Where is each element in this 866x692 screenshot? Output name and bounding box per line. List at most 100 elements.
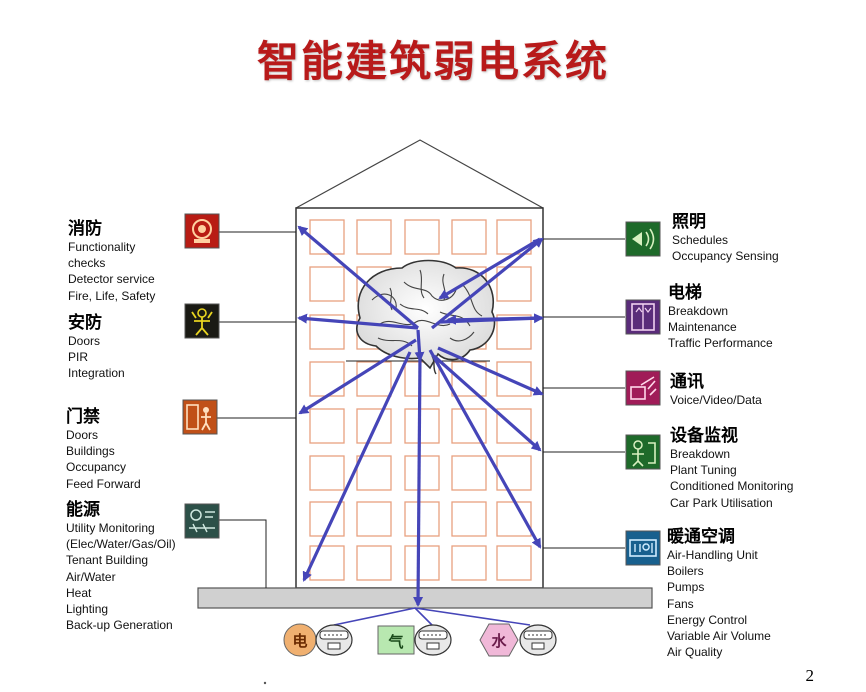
group-item: Car Park Utilisation: [670, 495, 773, 510]
group-title: 消防: [68, 219, 102, 239]
group-item: Fire, Life, Safety: [68, 288, 156, 303]
group-item: Air/Water: [66, 569, 116, 584]
group-item: Functionality: [68, 240, 136, 254]
group-item: Pumps: [667, 580, 705, 595]
group-title: 能源: [66, 500, 100, 520]
group-item: Fans: [667, 596, 694, 611]
group-title: 电梯: [668, 283, 702, 303]
equipment-monitor-icon: [625, 434, 661, 470]
group-security: 安防 Doors PIR Integration: [68, 313, 125, 382]
energy-meter-icon: [184, 503, 220, 539]
group-item: Integration: [68, 366, 125, 381]
access-door-icon: [182, 399, 218, 435]
connector-lines: [217, 231, 625, 588]
group-item: Back-up Generation: [66, 618, 173, 633]
footer-dot: [263, 681, 267, 685]
group-title: 安防: [68, 313, 102, 333]
building-window: [451, 455, 487, 491]
signal-arrow: [298, 338, 417, 415]
building-window: [496, 545, 532, 581]
elevator-icon: [625, 299, 661, 335]
group-item: Breakdown: [670, 447, 731, 461]
group-item: Boilers: [667, 564, 704, 579]
group-item: Heat: [66, 585, 92, 600]
building-window: [451, 219, 487, 255]
group-item: Plant Tuning: [670, 463, 737, 478]
group-item: (Elec/Water/Gas/Oil): [66, 537, 176, 552]
building-window: [356, 545, 392, 581]
group-item: Feed Forward: [66, 476, 141, 491]
group-equipment-monitoring: 设备监视 Breakdown Plant Tuning Conditioned …: [670, 426, 793, 511]
arrow-set: [297, 225, 544, 607]
fire-alarm-icon: [184, 213, 220, 249]
group-item: Doors: [68, 334, 101, 348]
signal-arrow: [413, 354, 424, 607]
electricity-label: 电: [292, 632, 307, 650]
group-title: 照明: [672, 212, 706, 232]
signal-arrow: [297, 313, 419, 330]
group-access-control: 门禁 Doors Buildings Occupancy Feed Forwar…: [66, 407, 141, 492]
group-item: Occupancy Sensing: [672, 249, 779, 264]
group-title: 通讯: [670, 372, 704, 392]
building-window: [309, 219, 345, 255]
group-item: Buildings: [66, 444, 115, 459]
group-title: 门禁: [66, 407, 100, 427]
communication-icon: [625, 370, 661, 406]
group-item: Energy Control: [667, 612, 748, 627]
window-grid: [309, 219, 532, 581]
building-window: [309, 361, 345, 397]
group-hvac: 暖通空调 Air-Handling Unit Boilers Pumps Fan…: [667, 527, 771, 660]
lighting-icon: [625, 221, 661, 257]
gas-meter-icon: 气: [377, 624, 452, 656]
group-item: Detector service: [68, 272, 155, 287]
group-lighting: 照明 Schedules Occupancy Sensing: [672, 212, 779, 264]
group-item: Air Quality: [667, 645, 723, 660]
ground-base: [197, 587, 653, 609]
group-item: Doors: [66, 428, 99, 442]
building-window: [404, 455, 440, 491]
group-communication: 通讯 Voice/Video/Data: [670, 372, 762, 408]
building-window: [309, 408, 345, 444]
building-window: [309, 545, 345, 581]
building-window: [404, 545, 440, 581]
utility-feed-lines: [333, 607, 531, 626]
signal-arrow: [428, 349, 542, 549]
security-guard-icon: [184, 303, 220, 339]
group-item: Traffic Performance: [668, 336, 773, 351]
building-window: [404, 501, 440, 537]
group-item: Lighting: [66, 602, 109, 617]
group-item: checks: [68, 256, 106, 271]
group-item: Schedules: [672, 233, 729, 247]
group-item: Maintenance: [668, 320, 737, 335]
group-fire: 消防 Functionality checks Detector service…: [68, 219, 155, 304]
signal-arrow: [414, 329, 425, 362]
group-item: Voice/Video/Data: [670, 393, 762, 407]
building-window: [309, 455, 345, 491]
group-item: Occupancy: [66, 460, 127, 475]
group-item: Variable Air Volume: [667, 629, 771, 644]
signal-arrow: [297, 225, 420, 330]
building-roof: [295, 139, 544, 209]
page-number: 2: [805, 666, 815, 685]
building-window: [356, 219, 392, 255]
signal-arrow: [432, 354, 542, 452]
group-item: Utility Monitoring: [66, 521, 155, 535]
group-item: Conditioned Monitoring: [670, 479, 794, 494]
group-title: 暖通空调: [667, 527, 735, 547]
building-window: [404, 408, 440, 444]
signal-arrow: [437, 346, 544, 396]
water-label: 水: [491, 632, 507, 650]
building-window: [356, 501, 392, 537]
group-item: PIR: [68, 350, 89, 365]
signal-arrow: [302, 351, 412, 582]
group-item: Tenant Building: [66, 553, 149, 568]
group-elevator: 电梯 Breakdown Maintenance Traffic Perform…: [668, 283, 773, 352]
electricity-meter-icon: 电: [283, 623, 353, 657]
building-window: [496, 361, 532, 397]
signal-arrow: [438, 237, 541, 300]
signal-arrow: [430, 237, 544, 330]
building-window: [404, 361, 440, 397]
signal-arrow: [446, 314, 541, 325]
